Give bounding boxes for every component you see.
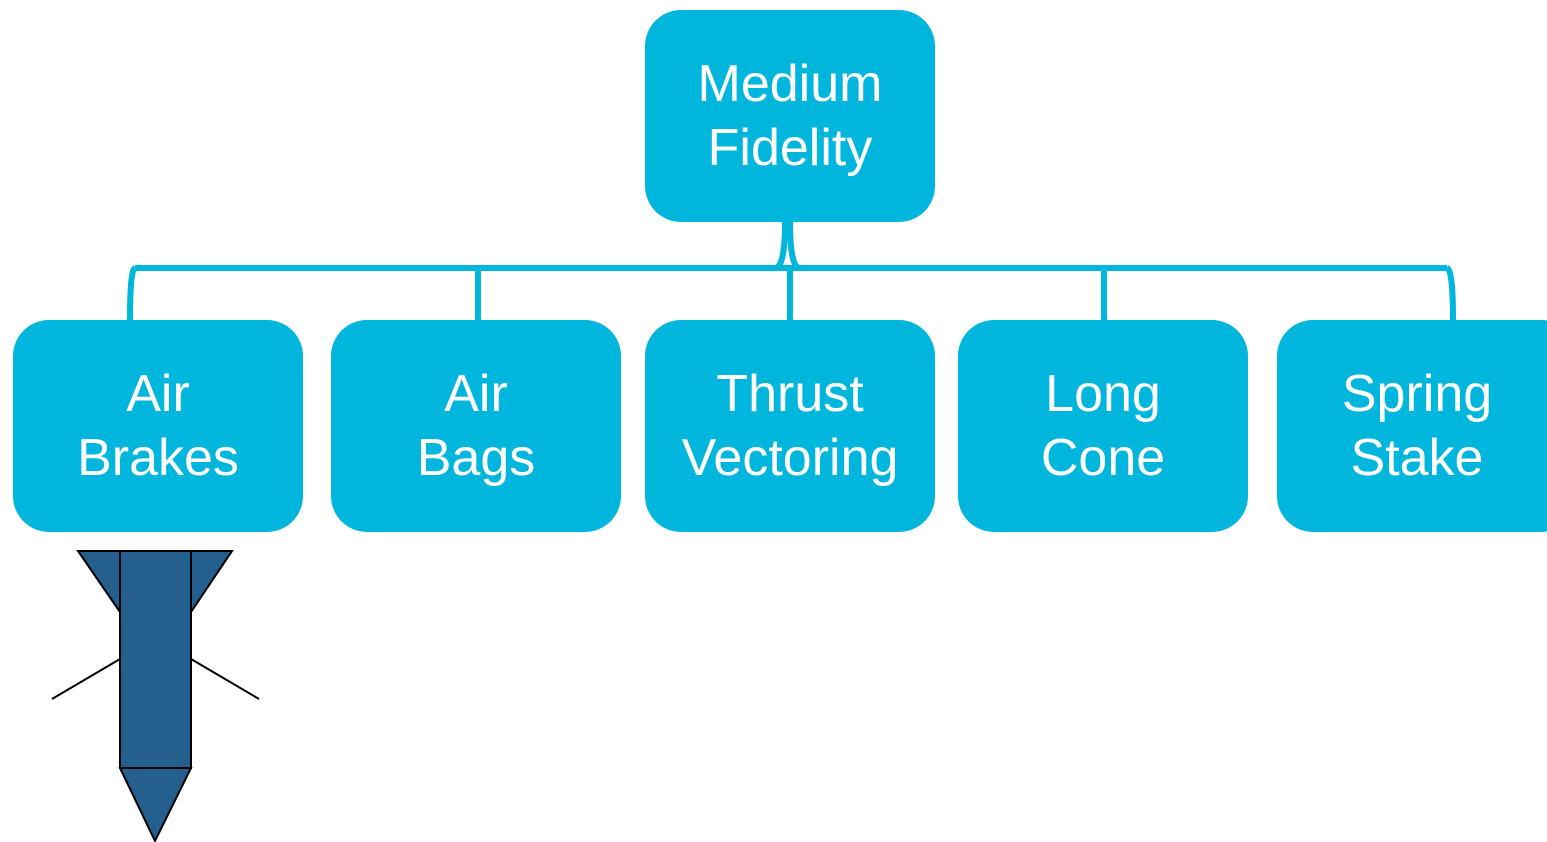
- child-node-line1: Spring: [1341, 365, 1493, 423]
- child-node-thrust-vectoring: Thrust Vectoring: [645, 320, 935, 532]
- connector-spring-stake: [1445, 265, 1456, 321]
- child-node-line1: Thrust: [716, 365, 864, 423]
- connector-root-stem: [787, 221, 801, 271]
- air-brake-right-icon: [190, 658, 260, 700]
- root-node-medium-fidelity: Medium Fidelity: [645, 10, 935, 222]
- child-node-line2: Brakes: [77, 429, 239, 487]
- child-node-long-cone: Long Cone: [958, 320, 1248, 532]
- child-node-line2: Stake: [1350, 429, 1484, 487]
- child-node-spring-stake: Spring Stake: [1277, 320, 1547, 532]
- root-node-line2: Fidelity: [707, 119, 873, 177]
- left-fin-icon: [76, 550, 121, 616]
- child-node-line1: Air: [444, 365, 508, 423]
- child-node-line2: Vectoring: [681, 429, 899, 487]
- rocket-body-icon: [119, 550, 192, 769]
- child-node-line2: Bags: [416, 429, 536, 487]
- child-node-air-bags: Air Bags: [331, 320, 621, 532]
- child-node-line2: Cone: [1040, 429, 1166, 487]
- rocket-nose-cone-icon: [118, 767, 193, 842]
- right-fin-icon: [190, 550, 234, 616]
- connector-air-brakes: [127, 265, 138, 321]
- root-node-line1: Medium: [697, 55, 883, 113]
- child-node-line1: Air: [126, 365, 190, 423]
- connector-root-stem-left: [774, 221, 788, 271]
- rocket-with-air-brakes-icon: [51, 550, 260, 842]
- child-node-line1: Long: [1045, 365, 1161, 423]
- air-brake-left-icon: [51, 658, 121, 700]
- child-node-air-brakes: Air Brakes: [13, 320, 303, 532]
